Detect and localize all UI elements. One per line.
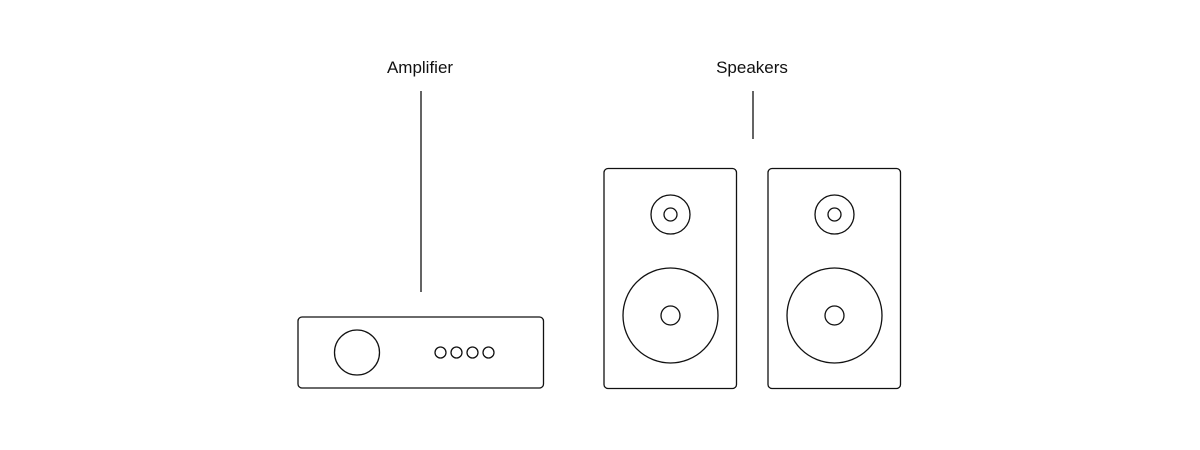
speaker-right-cabinet bbox=[767, 167, 902, 390]
amplifier-button-3 bbox=[466, 346, 479, 359]
amplifier-illustration bbox=[297, 316, 545, 389]
speaker-right-tweeter bbox=[814, 194, 855, 235]
speaker-left-cabinet bbox=[603, 167, 738, 390]
speaker-right-illustration bbox=[767, 167, 902, 390]
amplifier-button-4 bbox=[482, 346, 495, 359]
amplifier-volume-knob bbox=[333, 329, 381, 376]
speakers-label: Speakers bbox=[716, 58, 788, 77]
speaker-right-tweeter-dome bbox=[827, 207, 842, 222]
speaker-left-tweeter-dome bbox=[663, 207, 678, 222]
speaker-right-woofer-cap bbox=[824, 305, 845, 326]
amplifier-button-1 bbox=[434, 346, 447, 359]
amplifier-button-2 bbox=[450, 346, 463, 359]
speaker-left-woofer bbox=[622, 267, 719, 364]
amplifier-body bbox=[297, 316, 545, 389]
speaker-left-tweeter bbox=[650, 194, 691, 235]
speaker-left-woofer-cap bbox=[660, 305, 681, 326]
speaker-left-illustration bbox=[603, 167, 738, 390]
amplifier-label: Amplifier bbox=[387, 58, 453, 77]
speaker-right-woofer bbox=[786, 267, 883, 364]
